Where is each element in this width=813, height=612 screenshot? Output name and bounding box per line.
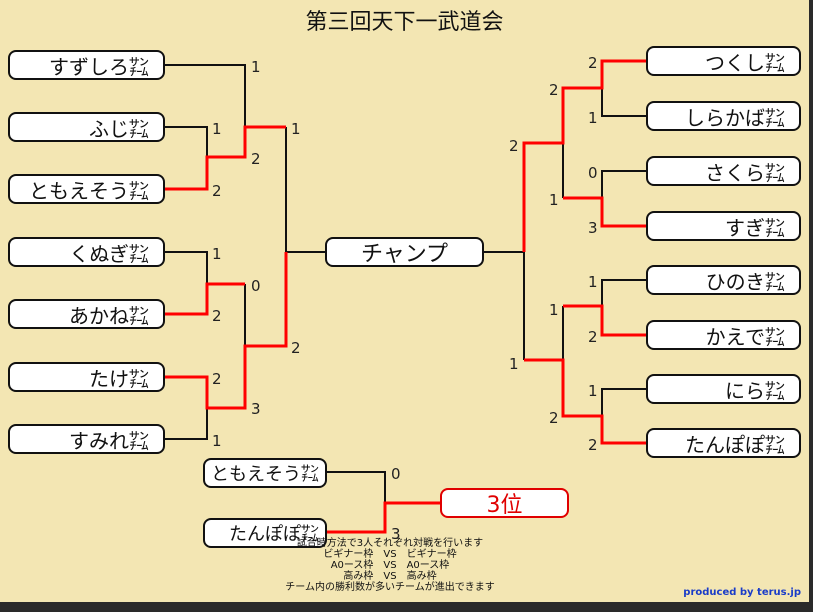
score-label: 1	[212, 120, 222, 138]
team-take[interactable]: たけ㌠	[8, 362, 165, 392]
score-label: 1	[588, 382, 598, 400]
rules-line: ビギナー枠 VS ビギナー枠	[323, 549, 457, 560]
rules-line: A0ース枠 VS A0ース枠	[330, 560, 450, 571]
rules-note: 試合時方法で3人それぞれ対戦を行います ビギナー枠 VS ビギナー枠 A0ース枠…	[200, 538, 580, 593]
score-label: 1	[588, 273, 598, 291]
score-label: 2	[251, 150, 261, 168]
score-label: 3	[391, 525, 401, 543]
team-akane[interactable]: あかね㌠	[8, 299, 165, 329]
score-label: 1	[291, 120, 301, 138]
team-kunugi[interactable]: くぬぎ㌠	[8, 237, 165, 267]
score-label: 2	[588, 436, 598, 454]
score-label: 0	[251, 277, 261, 295]
score-label: 1	[212, 245, 222, 263]
score-label: 2	[588, 54, 598, 72]
team-tanpopo[interactable]: たんぽぽ㌠	[646, 428, 801, 458]
rules-line: 試合時方法で3人それぞれ対戦を行います	[296, 538, 484, 549]
team-shirakaba[interactable]: しらかば㌠	[646, 101, 801, 131]
team-fuji[interactable]: ふじ㌠	[8, 112, 165, 142]
team-hinoki[interactable]: ひのき㌠	[646, 265, 801, 295]
score-label: 3	[251, 400, 261, 418]
score-label: 2	[509, 137, 519, 155]
page-title: 第三回天下一武道会	[305, 10, 504, 35]
score-label: 2	[549, 409, 559, 427]
score-label: 2	[212, 182, 222, 200]
score-label: 0	[588, 164, 598, 182]
team-sumire[interactable]: すみれ㌠	[8, 424, 165, 454]
team-suzushiro[interactable]: すずしろ㌠	[8, 50, 165, 80]
score-label: 2	[212, 370, 222, 388]
score-label: 1	[509, 355, 519, 373]
score-label: 2	[588, 328, 598, 346]
team-kaede[interactable]: かえで㌠	[646, 320, 801, 350]
team-tanpopo-third[interactable]: たんぽぽ㌠	[203, 518, 327, 548]
score-label: 1	[588, 109, 598, 127]
score-label: 3	[588, 219, 598, 237]
rules-line: 高み枠 VS 高み枠	[343, 571, 437, 582]
bracket-lines	[165, 59, 646, 534]
credit-link[interactable]: produced by terus.jp	[683, 587, 801, 598]
team-tsukushi[interactable]: つくし㌠	[646, 46, 801, 76]
score-label: 2	[212, 307, 222, 325]
team-sugi[interactable]: すぎ㌠	[646, 211, 801, 241]
score-label: 0	[391, 465, 401, 483]
champion-box[interactable]: チャンプ	[325, 237, 484, 267]
team-nira[interactable]: にら㌠	[646, 374, 801, 404]
score-label: 1	[212, 432, 222, 450]
score-label: 1	[549, 191, 559, 209]
team-sakura[interactable]: さくら㌠	[646, 156, 801, 186]
team-tomoesou[interactable]: ともえそう㌠	[8, 174, 165, 204]
score-label: 1	[251, 58, 261, 76]
score-label: 2	[549, 81, 559, 99]
score-label: 2	[291, 339, 301, 357]
team-tomoesou-third[interactable]: ともえそう㌠	[203, 458, 327, 488]
score-label: 1	[549, 301, 559, 319]
third-place-box[interactable]: 3位	[440, 488, 569, 518]
rules-line: チーム内の勝利数が多いチームが進出できます	[285, 582, 495, 593]
